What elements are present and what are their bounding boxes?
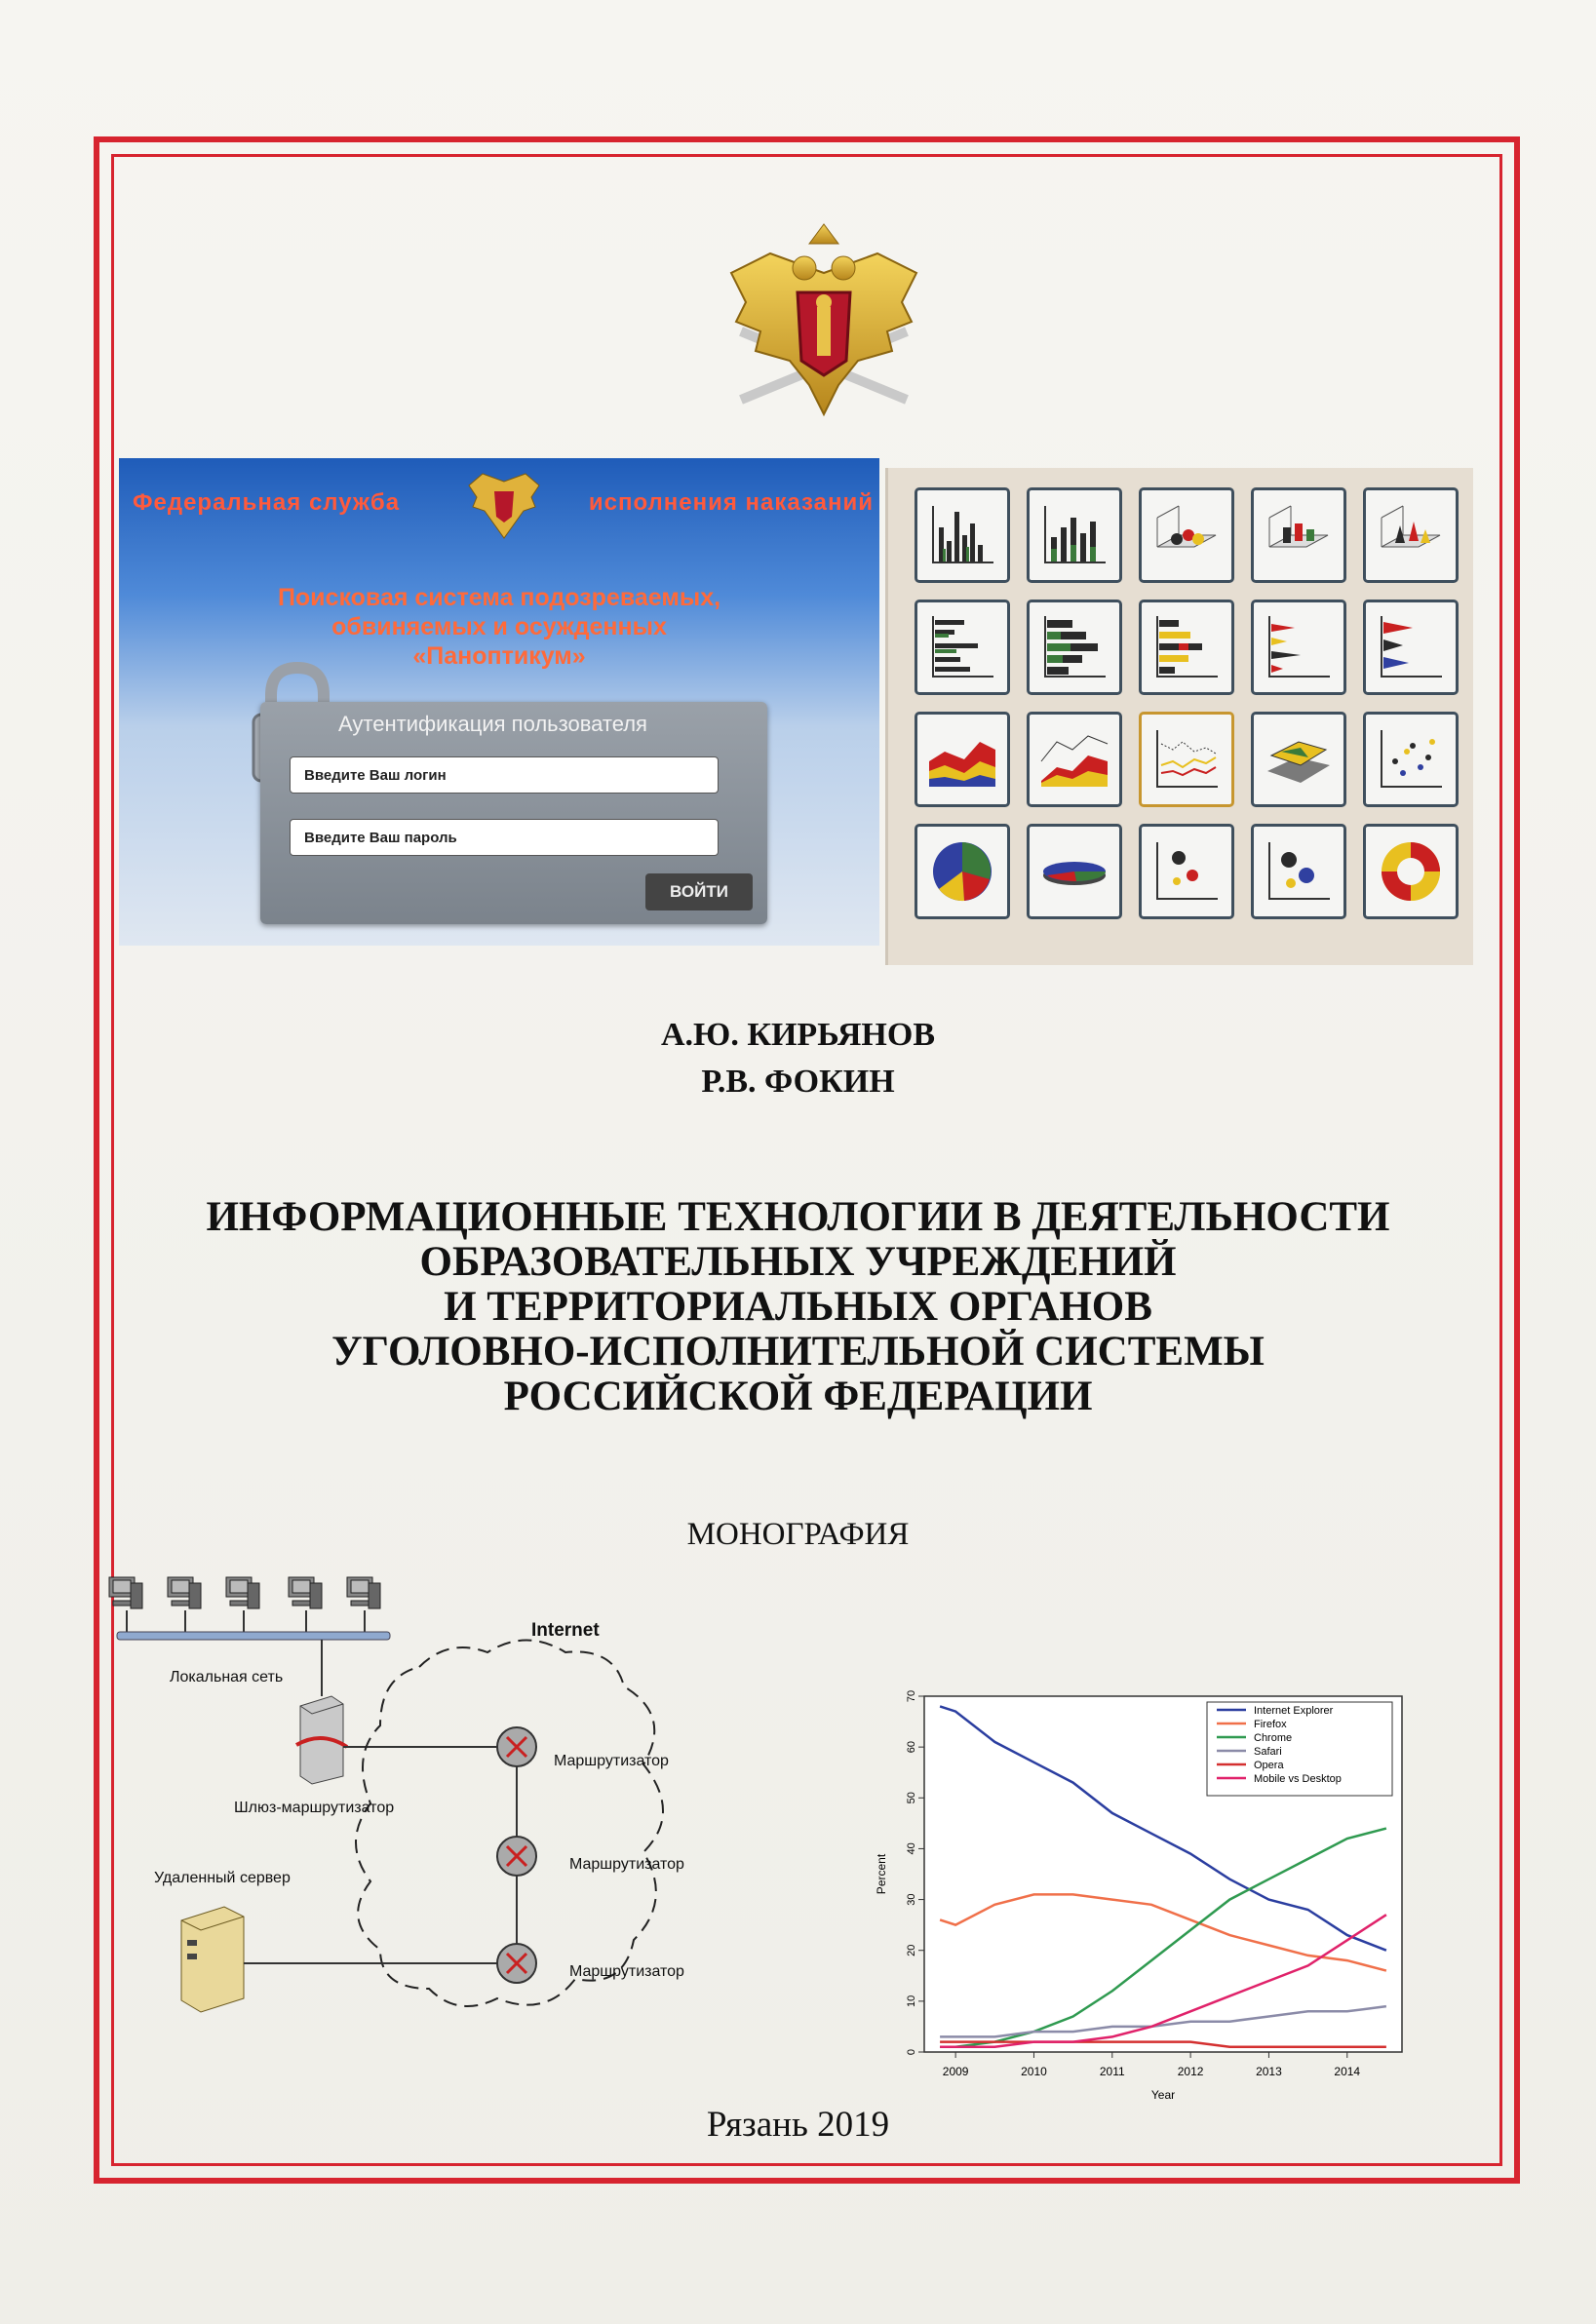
y-tick-label: 10 — [906, 1995, 917, 2007]
auth-form: Аутентификация пользователя Введите Ваш … — [260, 702, 767, 924]
legend-entry: Mobile vs Desktop — [1254, 1773, 1342, 1785]
agency-right: исполнения наказаний — [588, 489, 874, 516]
internet-label: Internet — [531, 1620, 600, 1641]
colored-horizontal-bar-icon — [1139, 600, 1234, 695]
y-tick-label: 60 — [906, 1741, 917, 1753]
x-tick-label: 2011 — [1100, 2065, 1125, 2078]
router-icon — [496, 1836, 537, 1877]
legend-entry: Chrome — [1254, 1732, 1292, 1744]
system-line: «Паноптикум» — [412, 642, 586, 670]
title-line: ИНФОРМАЦИОННЫЕ ТЕХНОЛОГИИ В ДЕЯТЕЛЬНОСТИ — [206, 1194, 1390, 1240]
x-tick-label: 2012 — [1178, 2065, 1204, 2078]
outer-red-frame — [94, 136, 1520, 2184]
internet-cloud — [355, 1639, 664, 2007]
inner-red-frame — [111, 154, 1502, 2166]
network-diagram: Internet Локальная сеть Шлюз-маршрутизат… — [97, 1560, 760, 2086]
stacked-horizontal-bar-icon — [1027, 600, 1122, 695]
pie-chart-icon — [915, 824, 1010, 919]
series-line — [940, 2040, 1386, 2049]
series-line — [939, 1893, 1387, 1972]
3d-surface-chart-icon — [1251, 712, 1346, 807]
router-label: Маршрутизатор — [554, 1753, 669, 1769]
y-tick-label: 20 — [906, 1945, 917, 1956]
3d-bar-chart-icon — [1139, 487, 1234, 583]
gateway-label: Шлюз-маршрутизатор — [234, 1800, 395, 1816]
title-line: ОБРАЗОВАТЕЛЬНЫХ УЧРЕЖДЕНИЙ — [419, 1239, 1177, 1285]
lan-label: Локальная сеть — [170, 1669, 284, 1685]
author-name: А.Ю. КИРЬЯНОВ — [661, 1017, 935, 1053]
y-tick-label: 30 — [906, 1893, 917, 1905]
stacked-bar-chart-icon — [1027, 487, 1122, 583]
series-line — [939, 1705, 1387, 1952]
remote-server-icon — [180, 1906, 245, 2013]
x-tick-label: 2009 — [943, 2065, 969, 2078]
book-title: ИНФОРМАЦИОННЫЕ ТЕХНОЛОГИИ В ДЕЯТЕЛЬНОСТИ… — [127, 1195, 1469, 1419]
doughnut-chart-icon — [1363, 824, 1459, 919]
cone-horizontal-chart-icon — [1251, 600, 1346, 695]
genre-label: МОНОГРАФИЯ — [686, 1517, 910, 1552]
3d-pie-chart-icon — [1027, 824, 1122, 919]
y-axis-label: Percent — [875, 1853, 888, 1894]
system-name: Поисковая система подозреваемых, обвиняе… — [119, 583, 879, 671]
router-icon — [496, 1726, 537, 1767]
password-field[interactable]: Введите Ваш пароль — [290, 819, 719, 856]
router-icon — [496, 1943, 537, 1984]
x-tick-label: 2013 — [1256, 2065, 1282, 2078]
scatter-chart-icon — [1363, 712, 1459, 807]
legend-entry: Internet Explorer — [1254, 1705, 1334, 1717]
title-line: И ТЕРРИТОРИАЛЬНЫХ ОРГАНОВ — [444, 1284, 1152, 1330]
legend-box — [1206, 1701, 1393, 1797]
login-screenshot: Федеральная служба исполнения наказаний … — [119, 458, 879, 946]
y-tick-label: 70 — [906, 1690, 917, 1702]
pyramid-horizontal-chart-icon — [1363, 600, 1459, 695]
legend-entry: Firefox — [1254, 1719, 1287, 1730]
horizontal-bar-chart-icon — [915, 600, 1010, 695]
system-line: Поисковая система подозреваемых, — [277, 584, 721, 611]
authors: А.Ю. КИРЬЯНОВ Р.В. ФОКИН — [0, 1012, 1596, 1105]
lan-bus — [116, 1631, 391, 1641]
agency-left: Федеральная служба — [133, 489, 401, 516]
router-label: Маршрутизатор — [569, 1856, 684, 1873]
x-tick-label: 2010 — [1021, 2065, 1047, 2078]
x-axis-label: Year — [1151, 2088, 1175, 2102]
workstation-icons — [108, 1576, 381, 1609]
router-label: Маршрутизатор — [569, 1963, 684, 1980]
browser-share-chart: 0 10 20 30 40 50 60 70 2009 2010 2011 2012 2013 2014Y… — [875, 1690, 1403, 2102]
city-year: Рязань 2019 — [706, 2105, 890, 2145]
remote-server-label: Удаленный сервер — [154, 1870, 291, 1886]
y-tick-label: 0 — [906, 2049, 917, 2055]
auth-title: Аутентификация пользователя — [338, 712, 647, 736]
small-emblem-icon — [468, 473, 540, 539]
area-chart-icon — [915, 712, 1010, 807]
3d-area-chart-icon — [1027, 712, 1122, 807]
y-tick-label: 40 — [906, 1842, 917, 1854]
bar-chart-icon — [915, 487, 1010, 583]
y-tick-label: 50 — [906, 1792, 917, 1803]
3d-bubble-chart-icon — [1251, 824, 1346, 919]
login-button[interactable]: ВОЙТИ — [645, 873, 753, 910]
fsin-emblem — [729, 223, 918, 417]
login-field[interactable]: Введите Ваш логин — [290, 756, 719, 794]
legend-entry: Safari — [1254, 1746, 1282, 1758]
chart-types-screenshot — [885, 468, 1473, 965]
x-tick-label: 2014 — [1334, 2065, 1360, 2078]
3d-column-chart-icon — [1251, 487, 1346, 583]
title-line: УГОЛОВНО-ИСПОЛНИТЕЛЬНОЙ СИСТЕМЫ — [331, 1329, 1265, 1375]
agency-header: Федеральная служба исполнения наказаний — [133, 489, 874, 517]
network-diagram-graphics — [108, 1576, 664, 2013]
line-chart-icon — [1139, 712, 1234, 807]
gateway-icon — [295, 1695, 349, 1785]
3d-cone-chart-icon — [1363, 487, 1459, 583]
system-line: обвиняемых и осужденных — [331, 613, 667, 640]
legend-entry: Opera — [1254, 1760, 1284, 1771]
title-line: РОССИЙСКОЙ ФЕДЕРАЦИИ — [503, 1374, 1093, 1419]
author-name: Р.В. ФОКИН — [701, 1064, 895, 1100]
bubble-chart-icon — [1139, 824, 1234, 919]
series-line — [940, 1914, 1387, 2049]
